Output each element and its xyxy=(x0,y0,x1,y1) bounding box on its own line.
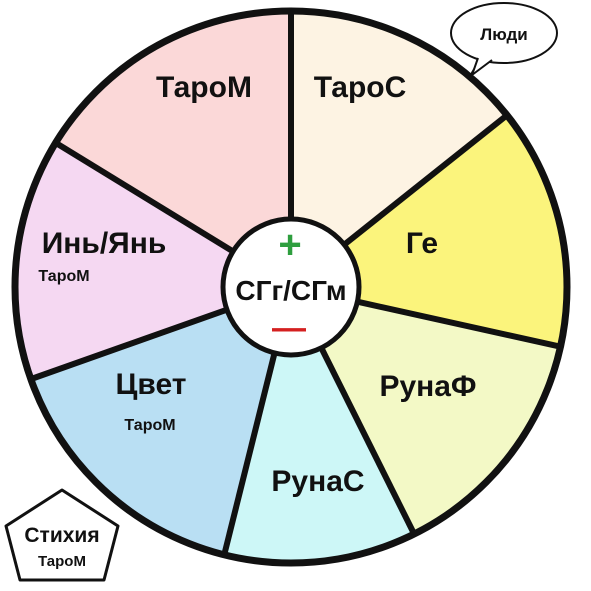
segment-sublabel: ТароМ xyxy=(124,417,175,434)
segment-sublabel: ТароМ xyxy=(38,268,89,285)
speech-bubble: Люди xyxy=(450,2,558,77)
segment-label: Цвет xyxy=(116,368,187,401)
wheel-dividers xyxy=(29,11,562,556)
wheel-segment xyxy=(15,142,292,380)
center-minus-symbol: — xyxy=(272,309,306,347)
pentagon-sublabel: ТароМ xyxy=(38,553,86,570)
segment-label: Инь/Янь xyxy=(42,227,167,260)
segment-divider xyxy=(29,306,228,382)
wheel-segment xyxy=(224,287,415,564)
center-hub: + СГг/СГм — xyxy=(220,216,362,358)
segment-divider xyxy=(221,352,278,556)
wheel-segment xyxy=(291,11,507,287)
segment-label: ТароС xyxy=(314,71,407,104)
segment-label: Ге xyxy=(406,227,438,260)
segment-label: ТароМ xyxy=(156,71,252,104)
wheel-segment xyxy=(55,11,292,287)
segment-divider xyxy=(54,140,235,255)
center-plus-symbol: + xyxy=(278,223,301,267)
wheel-labels: ТароСГеРунаФРунаСЦветТароМИнь/ЯньТароМТа… xyxy=(38,71,476,498)
center-label: СГг/СГм xyxy=(235,275,346,306)
segment-label: РунаС xyxy=(271,465,364,498)
segment-divider xyxy=(356,298,562,350)
segment-divider xyxy=(318,346,417,536)
speech-bubble-label: Люди xyxy=(480,25,527,44)
pentagon-label: Стихия xyxy=(24,524,99,547)
segment-divider xyxy=(342,112,509,248)
wheel-segment xyxy=(30,287,292,555)
segment-label: РунаФ xyxy=(379,370,476,403)
pentagon-badge: Стихия ТароМ xyxy=(4,488,120,582)
